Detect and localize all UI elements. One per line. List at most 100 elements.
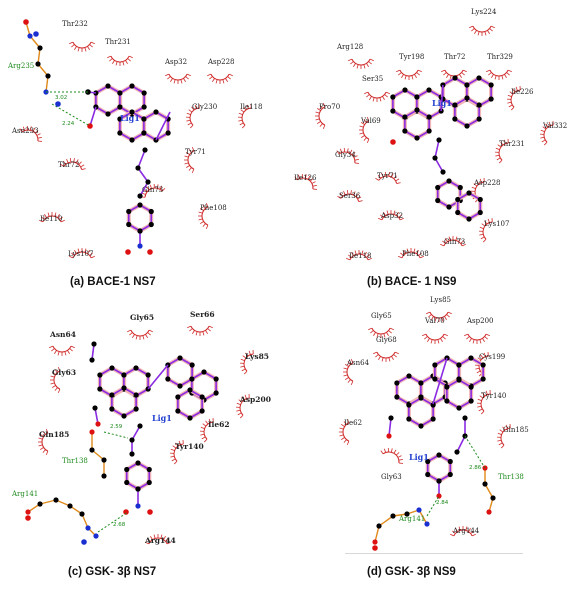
hydrophobic-spoke bbox=[468, 528, 471, 532]
hydrophobic-spoke bbox=[129, 332, 133, 336]
hydrophobic-spoke bbox=[60, 163, 64, 167]
hydrophobic-spoke bbox=[236, 402, 241, 405]
carbon-atom bbox=[137, 193, 143, 199]
hydrophobic-spoke bbox=[355, 193, 359, 197]
carbon-atom bbox=[447, 458, 453, 465]
carbon-atom bbox=[175, 408, 181, 414]
hydrophobic-spoke bbox=[209, 76, 213, 80]
hydrophobic-spoke bbox=[486, 69, 491, 73]
hydrophobic-spoke bbox=[401, 74, 404, 78]
carbon-atom bbox=[137, 202, 143, 208]
carbon-atom bbox=[468, 355, 474, 361]
hydrophobic-spoke bbox=[356, 64, 359, 69]
carbon-atom bbox=[201, 369, 207, 375]
hydrophobic-spoke bbox=[175, 442, 179, 447]
hydrophobic-spoke bbox=[161, 187, 166, 192]
hydrophobic-spoke bbox=[477, 357, 482, 361]
carbon-atom bbox=[117, 116, 123, 122]
hydrophobic-arc bbox=[130, 329, 150, 337]
hbond-distance: 2.24 bbox=[62, 121, 75, 127]
hydrophobic-spoke bbox=[475, 367, 480, 370]
hydrophobic-spoke bbox=[122, 61, 125, 66]
panel-b-drawing bbox=[294, 25, 554, 261]
carbon-atom bbox=[444, 398, 450, 404]
carbon-atom bbox=[89, 447, 95, 453]
hydrophobic-spoke bbox=[384, 94, 388, 98]
carbon-atom bbox=[137, 228, 143, 234]
hydrophobic-spoke bbox=[507, 94, 512, 97]
residue-label: Ile226 bbox=[511, 88, 534, 96]
hydrophobic-spoke bbox=[203, 438, 208, 443]
nitrogen-atom bbox=[93, 533, 99, 539]
nitrogen-atom bbox=[55, 101, 61, 107]
carbon-atom bbox=[406, 416, 412, 422]
carbon-atom bbox=[414, 135, 420, 141]
carbon-atom bbox=[390, 94, 396, 100]
panel-baseline bbox=[345, 553, 523, 554]
carbon-atom bbox=[454, 449, 460, 455]
hydrophobic-arc bbox=[173, 443, 184, 462]
hydrophobic-spoke bbox=[188, 149, 192, 153]
residue-label: Asp228 bbox=[474, 179, 501, 187]
hydrophobic-spoke bbox=[395, 452, 400, 456]
hydrophobic-spoke bbox=[315, 111, 320, 114]
hydrophobic-spoke bbox=[74, 250, 77, 254]
hydrophobic-spoke bbox=[395, 178, 400, 182]
bond bbox=[432, 357, 448, 405]
hydrophobic-spoke bbox=[322, 103, 326, 108]
carbon-atom bbox=[430, 402, 436, 408]
hydrophobic-arc bbox=[144, 187, 163, 198]
residue-label: Gly230 bbox=[192, 103, 218, 111]
hydrophobic-spoke bbox=[173, 79, 176, 84]
hydrophobic-spoke bbox=[446, 314, 450, 318]
hydrophobic-spoke bbox=[364, 91, 369, 95]
hydrophobic-spoke bbox=[50, 375, 55, 378]
ligand-ring bbox=[143, 111, 169, 141]
hydrophobic-arc bbox=[381, 213, 401, 221]
hbond-distance: 2.86 bbox=[469, 465, 482, 471]
residue-label: Tyr71 bbox=[185, 148, 206, 156]
hydrophobic-spoke bbox=[391, 356, 394, 360]
carbon-atom bbox=[418, 423, 424, 429]
hydrophobic-spoke bbox=[396, 212, 399, 216]
hydrophobic-spoke bbox=[382, 96, 385, 100]
hydrophobic-spoke bbox=[446, 74, 449, 78]
carbon-atom bbox=[390, 108, 396, 114]
carbon-atom bbox=[101, 473, 107, 479]
bond bbox=[51, 103, 91, 127]
carbon-atom bbox=[456, 362, 462, 368]
hydrophobic-spoke bbox=[480, 354, 484, 359]
carbon-atom bbox=[117, 130, 123, 136]
hydrophobic-spoke bbox=[112, 60, 115, 64]
carbon-atom bbox=[394, 394, 400, 400]
hydrophobic-spoke bbox=[87, 46, 90, 50]
nitrogen-atom bbox=[33, 31, 39, 37]
carbon-atom bbox=[135, 165, 141, 171]
hydrophobic-spoke bbox=[62, 160, 66, 165]
carbon-atom bbox=[455, 196, 461, 203]
hydrophobic-spoke bbox=[476, 180, 480, 185]
carbon-atom bbox=[124, 466, 130, 473]
carbon-atom bbox=[213, 390, 219, 396]
hydrophobic-spoke bbox=[479, 233, 484, 236]
hydrophobic-spoke bbox=[172, 445, 177, 449]
hydrophobic-spoke bbox=[185, 76, 189, 80]
hydrophobic-spoke bbox=[52, 372, 56, 375]
hydrophobic-spoke bbox=[383, 212, 386, 216]
hydrophobic-spoke bbox=[317, 108, 321, 111]
hydrophobic-spoke bbox=[471, 28, 475, 32]
residue-label: Asn64 bbox=[50, 330, 76, 339]
hydrophobic-spoke bbox=[67, 350, 70, 354]
hydrophobic-spoke bbox=[170, 448, 175, 451]
carbon-atom bbox=[476, 102, 482, 108]
hydrophobic-spoke bbox=[479, 395, 484, 399]
carbon-atom bbox=[418, 380, 424, 386]
hydrophobic-spoke bbox=[84, 47, 87, 52]
hydrophobic-spoke bbox=[343, 374, 348, 377]
hydrophobic-spoke bbox=[398, 214, 402, 218]
hydrophobic-spoke bbox=[189, 328, 193, 332]
carbon-atom bbox=[466, 216, 472, 222]
hydrophobic-spoke bbox=[459, 74, 462, 78]
hydrophobic-arc bbox=[168, 73, 188, 81]
hydrophobic-spoke bbox=[248, 350, 251, 355]
